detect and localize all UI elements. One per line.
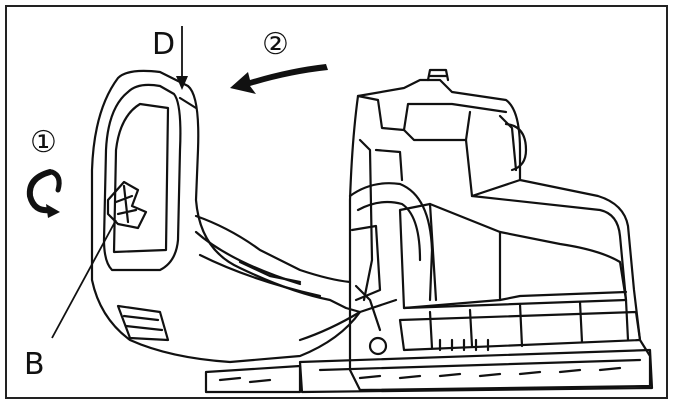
pointer-arrow [51, 219, 117, 339]
right-housing [204, 68, 654, 394]
left-arm [90, 69, 388, 364]
curved-arrow-left-icon [230, 64, 328, 94]
label-step2: ② [262, 27, 289, 62]
rotate-arrow-icon [26, 169, 62, 218]
center-cradle [194, 214, 398, 342]
latch-b [106, 180, 148, 230]
label-d-group: D [152, 26, 188, 90]
top-knob [426, 68, 450, 82]
label-b: B [24, 347, 45, 382]
step2-group: ② [230, 27, 328, 94]
label-b-group: B [24, 219, 117, 382]
label-step1: ① [30, 125, 57, 160]
figure-frame [5, 5, 668, 399]
step1-group: ① [26, 125, 62, 218]
label-d: D [152, 27, 175, 62]
